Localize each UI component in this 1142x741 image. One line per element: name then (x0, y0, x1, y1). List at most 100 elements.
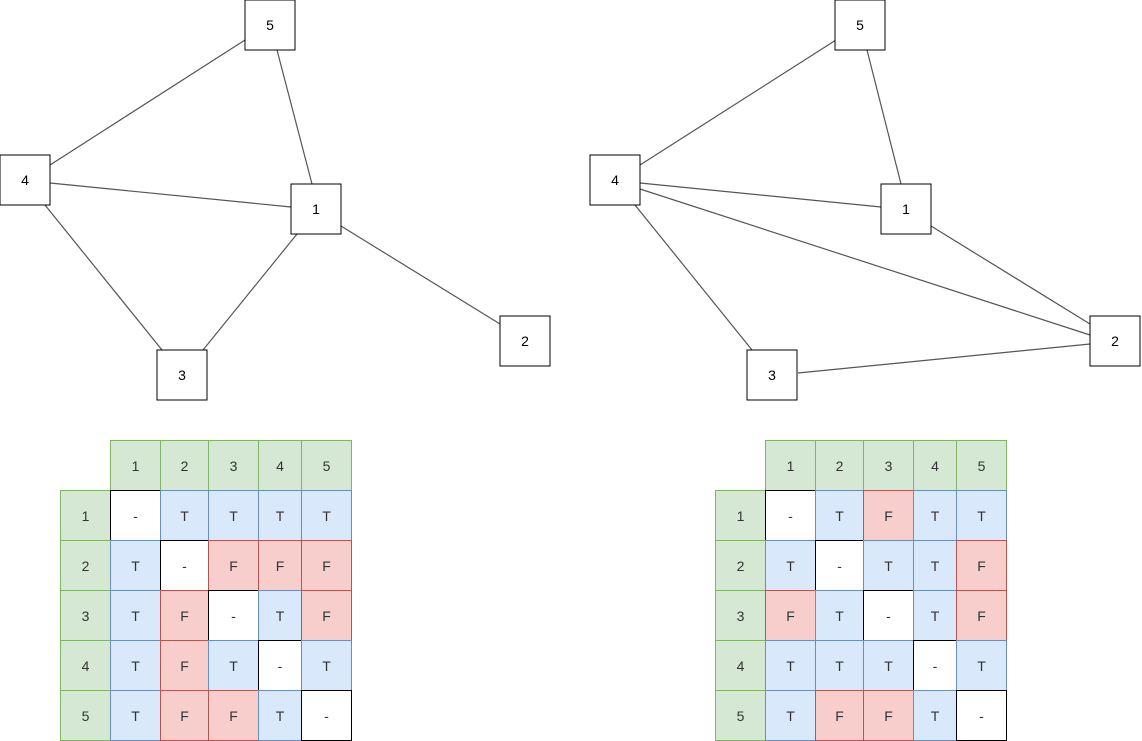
edge-3-2 (797, 343, 1091, 374)
graph-1: 5 4 1 2 3 (0, 0, 551, 401)
node-5: 5 (834, 0, 886, 51)
matrix-cell: F (863, 690, 914, 741)
edge-5-1 (276, 49, 313, 185)
edge-5-1 (866, 49, 902, 185)
column-header: 5 (956, 440, 1007, 491)
row-header: 3 (60, 590, 111, 641)
matrix-cell: - (956, 690, 1007, 741)
node-label: 1 (312, 201, 320, 217)
matrix-cell: T (258, 690, 302, 741)
edge-4-3 (634, 204, 753, 351)
matrix-cell: T (258, 490, 302, 541)
node-2: 2 (499, 315, 551, 367)
matrix-cell: - (765, 490, 816, 541)
matrix-cell: T (863, 540, 914, 591)
matrix-cell: - (208, 590, 259, 641)
edge-4-3 (44, 204, 163, 351)
graph-2: 5 4 1 2 3 (589, 0, 1141, 401)
row-header: 2 (60, 540, 111, 591)
row-header: 3 (715, 590, 766, 641)
matrix-cell: T (913, 540, 957, 591)
node-4: 4 (0, 154, 51, 206)
edge-1-2 (340, 225, 501, 325)
column-header: 2 (160, 440, 209, 491)
node-5: 5 (244, 0, 296, 51)
edge-4-1 (639, 182, 882, 208)
column-header: 1 (765, 440, 816, 491)
matrix-cell: F (208, 690, 259, 741)
matrix-cell: T (160, 490, 209, 541)
column-header: 4 (258, 440, 302, 491)
matrix-cell: T (815, 490, 864, 541)
matrix-cell: - (110, 490, 161, 541)
edge-1-2 (930, 225, 1091, 325)
column-header: 3 (208, 440, 259, 491)
column-header: 3 (863, 440, 914, 491)
matrix-cell: T (301, 640, 352, 691)
edge-5-4 (49, 39, 246, 166)
node-label: 1 (902, 201, 910, 217)
matrix-cell: T (208, 490, 259, 541)
matrix-cell: F (258, 540, 302, 591)
matrix-cell: T (913, 490, 957, 541)
node-1: 1 (880, 183, 932, 235)
node-1: 1 (290, 183, 342, 235)
node-label: 5 (856, 17, 864, 33)
edge-4-1 (49, 182, 292, 208)
matrix-cell: T (815, 640, 864, 691)
matrix-cell: - (258, 640, 302, 691)
matrix-cell: T (913, 590, 957, 641)
matrix-cell: F (956, 540, 1007, 591)
matrix-cell: T (110, 590, 161, 641)
matrix-cell: F (160, 640, 209, 691)
edge-3-1 (202, 233, 298, 351)
matrix-cell: - (301, 690, 352, 741)
matrix-cell: T (110, 640, 161, 691)
node-label: 3 (178, 367, 186, 383)
node-2: 2 (1089, 315, 1141, 367)
row-header: 2 (715, 540, 766, 591)
matrix-cell: - (913, 640, 957, 691)
column-header: 2 (815, 440, 864, 491)
node-3: 3 (156, 349, 208, 401)
row-header: 5 (715, 690, 766, 741)
edge-4-2 (639, 188, 1091, 336)
matrix-cell: T (956, 640, 1007, 691)
node-label: 4 (611, 172, 619, 188)
matrix-cell: F (815, 690, 864, 741)
matrix-cell: T (815, 590, 864, 641)
matrix-cell: - (815, 540, 864, 591)
matrix-cell: T (765, 690, 816, 741)
edge-5-4 (639, 39, 837, 166)
matrix-cell: T (301, 490, 352, 541)
matrix-cell: - (160, 540, 209, 591)
matrix-cell: F (301, 590, 352, 641)
matrix-cell: - (863, 590, 914, 641)
node-label: 2 (1111, 333, 1119, 349)
matrix-cell: T (110, 540, 161, 591)
row-header: 4 (60, 640, 111, 691)
matrix-cell: F (301, 540, 352, 591)
matrix-cell: F (765, 590, 816, 641)
node-label: 2 (521, 333, 529, 349)
row-header: 4 (715, 640, 766, 691)
matrix-cell: T (863, 640, 914, 691)
node-label: 4 (21, 172, 29, 188)
column-header: 1 (110, 440, 161, 491)
matrix-cell: F (208, 540, 259, 591)
matrix-cell: T (956, 490, 1007, 541)
matrix-cell: T (110, 690, 161, 741)
matrix-cell: F (863, 490, 914, 541)
column-header: 4 (913, 440, 957, 491)
node-label: 5 (266, 17, 274, 33)
matrix-cell: T (258, 590, 302, 641)
node-3: 3 (746, 349, 798, 401)
matrix-cell: T (913, 690, 957, 741)
node-label: 3 (768, 367, 776, 383)
matrix-cell: T (208, 640, 259, 691)
column-header: 5 (301, 440, 352, 491)
matrix-cell: F (160, 590, 209, 641)
matrix-cell: T (765, 640, 816, 691)
row-header: 1 (715, 490, 766, 541)
